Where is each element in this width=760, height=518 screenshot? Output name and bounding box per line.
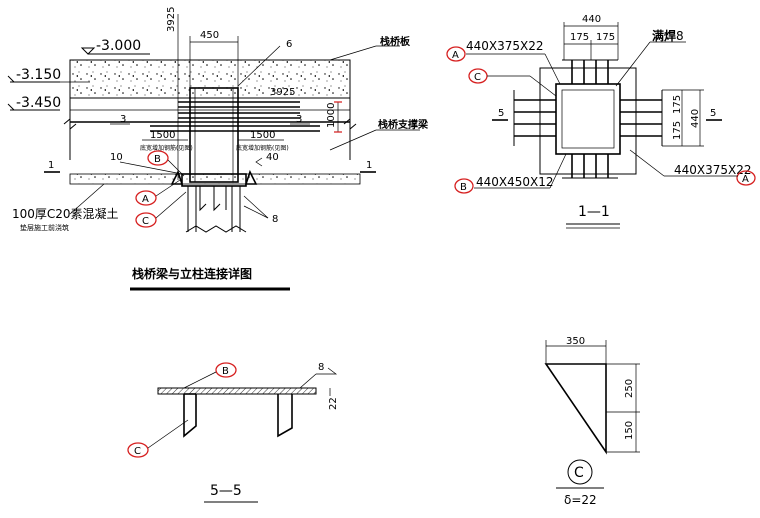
- elevation-minus-3150: -3.150: [7, 67, 90, 83]
- dim-440-top: 440: [582, 14, 601, 25]
- dim-22: 22: [328, 397, 339, 410]
- svg-text:B: B: [460, 182, 467, 193]
- dim-1500-right: 1500: [250, 130, 275, 141]
- dim-1000: 1000: [326, 103, 337, 128]
- note-right: 底宽增加钢筋(见图): [236, 144, 289, 152]
- rebars: [150, 101, 320, 132]
- tag-b-bottom: [454, 178, 474, 194]
- plate-c-detail: 350 250 150 C δ=22: [544, 336, 640, 507]
- dim-1500-left: 1500: [150, 130, 175, 141]
- dim-175-b: 175: [596, 32, 615, 43]
- dim-3925-b: 3925: [270, 87, 295, 98]
- section-5-5-title: 5—5: [210, 483, 242, 499]
- deck-slab: [69, 59, 351, 99]
- svg-text:C: C: [574, 465, 584, 481]
- plate-thickness: δ=22: [564, 493, 597, 507]
- elevation-minus-3000: -3.000: [80, 38, 150, 55]
- mark-1-right: 1: [366, 160, 372, 171]
- section-5-5: 8 22 B C 5—5: [127, 362, 339, 503]
- tag-c-main: [135, 212, 157, 228]
- elevation-minus-3450: -3.450: [7, 95, 61, 111]
- tag-c-plate: [567, 459, 593, 485]
- mark-5-right: 5: [710, 108, 716, 119]
- label-deck: 栈桥板: [380, 35, 411, 48]
- svg-text:B: B: [222, 366, 229, 377]
- dim-440-right: 440: [690, 109, 701, 128]
- svg-text:B: B: [154, 154, 161, 165]
- dim-175-c: 175: [672, 95, 683, 114]
- tag-b-main: [147, 150, 169, 166]
- mark-3-right: 3: [296, 114, 302, 125]
- plate-a-top: 440X375X22: [466, 39, 544, 53]
- mark-5-left: 5: [498, 108, 504, 119]
- plate-c-shape: [544, 363, 607, 455]
- dim-250: 250: [624, 379, 635, 398]
- svg-text:A: A: [142, 194, 149, 205]
- mark-8: 8: [272, 214, 278, 225]
- mark-10: 10: [110, 152, 123, 163]
- main-title: 栈桥梁与立柱连接详图: [132, 266, 252, 281]
- svg-text:C: C: [474, 72, 481, 83]
- mark-40: 40: [266, 152, 279, 163]
- svg-text:C: C: [142, 216, 149, 227]
- dim-175-a: 175: [570, 32, 589, 43]
- dim-150: 150: [624, 421, 635, 440]
- mark-6: 6: [286, 39, 292, 50]
- tag-b-55: [215, 362, 237, 378]
- tag-c-55: [127, 442, 149, 458]
- tag-a-bottom: [736, 170, 756, 186]
- svg-text:-3.450: -3.450: [16, 95, 61, 111]
- section-1-1: 440 175 175 440 175 175 5 5 A 440X375X22…: [446, 14, 756, 229]
- note-left: 底宽增加钢筋(见图): [140, 144, 193, 152]
- tag-a-top: [446, 46, 466, 62]
- svg-text:A: A: [452, 50, 459, 61]
- label-beam: 栈桥支撑梁: [378, 118, 429, 131]
- dim-350: 350: [566, 336, 585, 347]
- cushion-label: 100厚C20素混凝土: [12, 206, 119, 221]
- weld-label: 满焊: [652, 28, 676, 43]
- plate-b: 440X450X12: [476, 175, 554, 189]
- weld-size: 8: [676, 29, 684, 43]
- dim-175-d: 175: [672, 121, 683, 140]
- section-1-1-title: 1—1: [578, 204, 610, 220]
- plate-a-bottom: 440X375X22: [674, 163, 752, 177]
- tag-a-main: [135, 190, 157, 206]
- mark-3-left: 3: [120, 114, 126, 125]
- dim-450: 450: [200, 30, 219, 41]
- mark-1-left: 1: [48, 160, 54, 171]
- svg-text:A: A: [742, 174, 749, 185]
- svg-text:-3.150: -3.150: [16, 67, 61, 83]
- ground-cushion: [69, 173, 361, 185]
- dim-3925-vertical: 3925: [166, 7, 177, 32]
- svg-text:-3.000: -3.000: [96, 38, 141, 54]
- dim-8: 8: [318, 362, 324, 373]
- svg-text:C: C: [134, 446, 141, 457]
- cushion-sub: 垫层施工前浇筑: [20, 223, 69, 232]
- main-detail: 450 3925 3925 6 -3.000 -3.150 -3.450 栈桥板: [7, 7, 429, 291]
